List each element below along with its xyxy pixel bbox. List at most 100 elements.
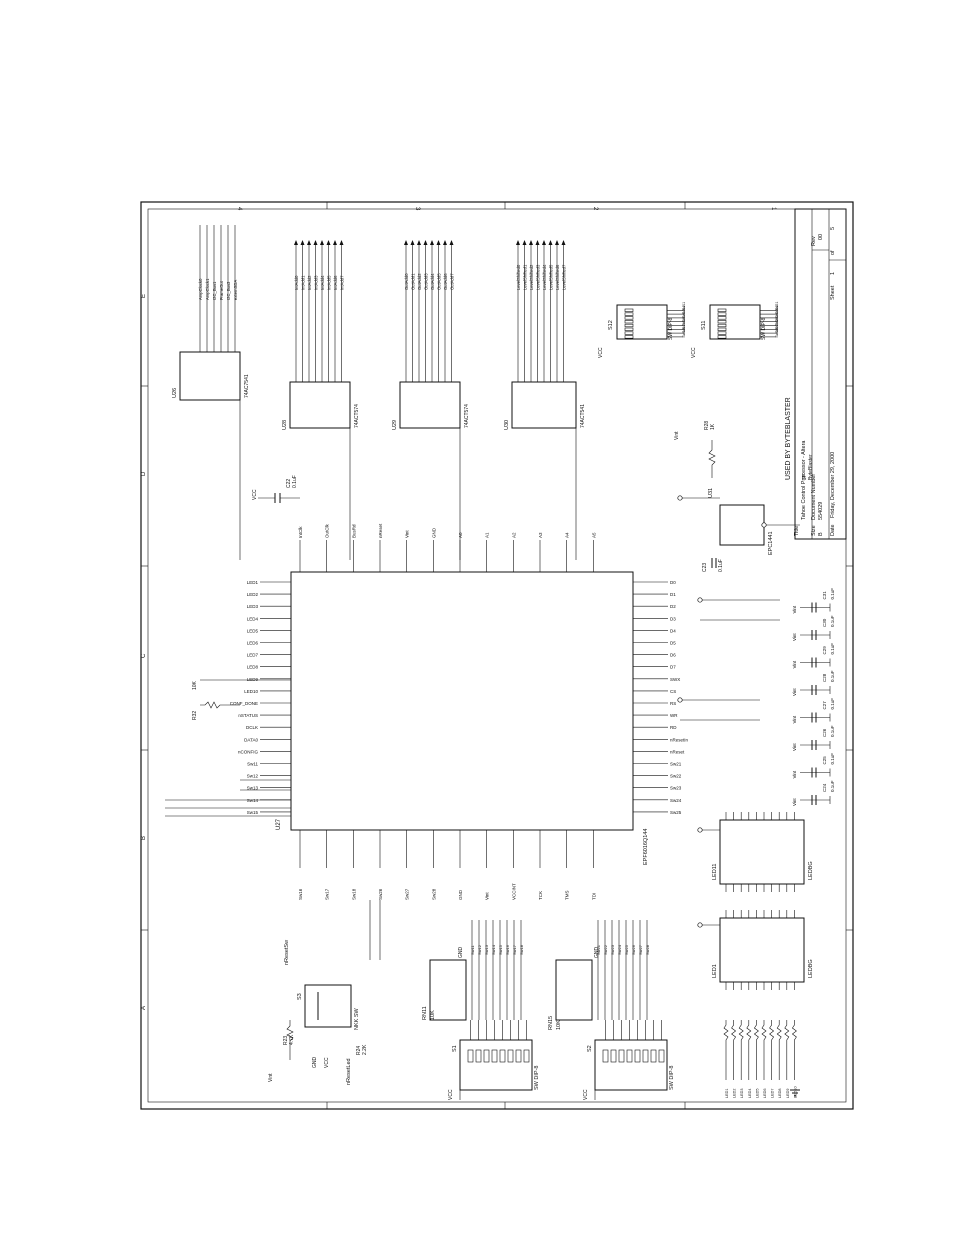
fpga-bottom-pin-label: VCCINT xyxy=(511,883,516,900)
dip-net-label: Sw11 xyxy=(682,302,686,311)
rev-value: 00 xyxy=(818,234,824,240)
net-arrow xyxy=(417,240,421,245)
latch-net-label: IntAdd0 xyxy=(294,275,299,290)
config-u31: U31 EPC1441 USED BY BYTEBLASTER JP ByteB… xyxy=(674,397,814,555)
net-arrow xyxy=(436,240,441,245)
dip-toggle xyxy=(467,1049,474,1063)
led-net-label: LED6 xyxy=(763,1089,767,1099)
net-arrow xyxy=(294,240,298,245)
cap-val: 0.1uF xyxy=(830,698,835,710)
latch-net-label: LevelShifted7 xyxy=(562,264,567,290)
dip-toggle xyxy=(507,1049,514,1063)
led-resistor xyxy=(769,1020,775,1080)
s2-vcc: VCC xyxy=(583,1089,589,1100)
cap-val: 0.1uF xyxy=(830,670,835,682)
fpga-bottom-pin-label: GND xyxy=(458,889,463,900)
fpga-right-pin-label: D7 xyxy=(670,665,676,670)
u26-net-label: AmpClock0 xyxy=(198,278,203,300)
cap-vint: Vint xyxy=(792,605,797,613)
led-resistor xyxy=(731,1020,737,1080)
rn-net-label: Sw16 xyxy=(505,944,510,955)
rn-net-label: Sw15 xyxy=(498,944,503,955)
fpga-right-pin-label: D3 xyxy=(670,616,676,621)
cap-ref: C30 xyxy=(822,618,827,627)
fpga-left-pin-label: CONF_DONE xyxy=(230,701,258,706)
rn-net-label: Sw21 xyxy=(596,944,601,955)
dip-net-label: Sw13 xyxy=(682,309,686,319)
fpga-top-pin-label: A2 xyxy=(511,532,516,538)
led-resistor xyxy=(723,1020,729,1080)
resistor-r32: R32 10K xyxy=(192,680,240,720)
u28-part: 74ACT574 xyxy=(354,404,360,428)
dip-net-label: Sw21 xyxy=(775,302,779,312)
cap-vint: Vint xyxy=(792,770,797,778)
rn-net-label: Sw13 xyxy=(484,944,489,955)
fpga-right-pin-label: RS xyxy=(670,701,676,706)
date-value: Friday, December 29, 2000 xyxy=(830,452,836,518)
cap-c23: C23 0.1uF xyxy=(702,558,724,572)
fpga-right-pin-label: nResetIn xyxy=(670,737,689,742)
power-terminal xyxy=(761,522,767,528)
net-arrow xyxy=(300,240,305,245)
cap-vint: Vint xyxy=(792,688,797,696)
dip-toggle xyxy=(624,312,634,316)
dip-net-label: Sw26 xyxy=(775,321,779,331)
s11-part: SW DIP-8 xyxy=(761,318,767,340)
zone-number-2: 2 xyxy=(592,207,598,211)
dip-toggle xyxy=(624,331,634,335)
fpga-bottom-pin-label: Sw18 xyxy=(351,888,356,900)
c22-ref: C22 xyxy=(286,479,292,488)
dip-toggle xyxy=(610,1049,617,1063)
latch-net-label: IntAdd2 xyxy=(307,275,312,290)
rn11-ref: RN11 xyxy=(422,1006,428,1020)
dip-toggle xyxy=(624,327,634,331)
dip-toggle xyxy=(624,323,634,328)
border-ticks xyxy=(141,202,853,1109)
u30-part: 74ACT541 xyxy=(580,404,586,428)
fpga-left-pin-label: LED9 xyxy=(247,677,259,682)
c22-val: 0.1uF xyxy=(292,475,298,488)
fpga-bottom-pin-label: TMS xyxy=(565,891,570,901)
r24-val: 2.2K xyxy=(362,1044,368,1055)
u29-ref: U29 xyxy=(392,420,398,430)
fpga-right-pin-label: D6 xyxy=(670,653,676,658)
s2-pins xyxy=(602,1020,665,1063)
fpga-bottom-pin-label: Sw17 xyxy=(325,888,330,900)
latch-net-label: LevelShifted0 xyxy=(516,264,521,290)
s2-part: SW DIP-8 xyxy=(669,1066,675,1090)
dip-toggle xyxy=(483,1049,490,1063)
rn-net-label: Sw25 xyxy=(624,944,629,955)
rn15-gnd: GND xyxy=(594,947,600,959)
led11-part: LEDBG xyxy=(808,861,814,880)
dip-net-label: Sw24 xyxy=(775,313,779,323)
fpga-right-pins: D0D1D2D3D4D5D6D7SWXCSRSWRRDnResetInnRese… xyxy=(633,580,689,815)
dip-toggle xyxy=(717,331,727,335)
fpga-right-pin-label: WR xyxy=(670,713,678,718)
rn-net-label: Sw22 xyxy=(603,944,608,955)
fpga-top-pin-label: A3 xyxy=(538,532,543,538)
cap-ref: C26 xyxy=(822,728,827,737)
fpga-right-pin-label: Sw25 xyxy=(670,810,682,815)
s1-part: SW DIP-8 xyxy=(534,1066,540,1090)
cap-ref: C25 xyxy=(822,756,827,765)
net-arrow xyxy=(410,240,415,245)
u31-ref: U31 xyxy=(708,488,714,498)
net-arrow xyxy=(313,240,318,245)
dip-toggle xyxy=(626,1049,633,1063)
s1-ref: S1 xyxy=(452,1045,458,1052)
cap-c22: C22 0.1uF VCC xyxy=(252,475,300,503)
led-resistor xyxy=(738,1020,744,1080)
led1-pins xyxy=(725,910,795,990)
fpga-left-pin-label: LED2 xyxy=(247,592,259,597)
r23-ref: R23 xyxy=(283,1036,289,1045)
dip-toggle xyxy=(602,1049,609,1063)
fpga-right-pin-label: Sw22 xyxy=(670,774,682,779)
fpga-top-pin-label: nReset xyxy=(378,523,383,538)
